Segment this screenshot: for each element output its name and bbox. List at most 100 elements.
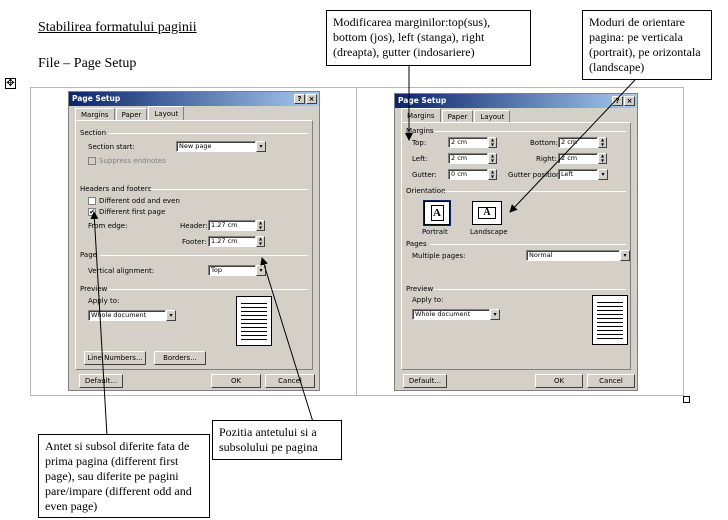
close-button[interactable]: × — [306, 94, 317, 104]
dialog-titlebar: Page Setup ? × — [395, 94, 637, 108]
page-preview-thumbnail — [236, 296, 272, 346]
bottom-margin-spinner[interactable]: ▲▼ — [598, 137, 607, 148]
spin-up-icon[interactable]: ▲ — [600, 137, 605, 142]
section-start-select[interactable]: New page — [176, 141, 256, 152]
close-button[interactable]: × — [624, 96, 635, 106]
left-margin-input[interactable]: 2 cm — [448, 153, 488, 164]
spin-up-icon[interactable]: ▲ — [490, 153, 495, 158]
apply-to-dropdown-icon[interactable]: ▾ — [490, 309, 500, 320]
orientation-divider — [444, 191, 626, 192]
ok-button[interactable]: OK — [211, 374, 261, 388]
vertical-alignment-select[interactable]: Top — [208, 265, 256, 276]
header-spinner[interactable]: ▲▼ — [256, 220, 265, 231]
margins-divider — [434, 131, 626, 132]
suppress-endnotes-checkbox — [88, 157, 96, 165]
dialog-title: Page Setup — [398, 96, 447, 105]
default-button[interactable]: Default... — [403, 374, 447, 388]
preview-group-label: Preview — [80, 285, 108, 293]
bottom-margin-label: Bottom: — [530, 139, 559, 147]
borders-button[interactable]: Borders... — [154, 351, 206, 365]
spin-down-icon[interactable]: ▼ — [600, 157, 605, 163]
multiple-pages-label: Multiple pages: — [412, 252, 466, 260]
preview-divider — [434, 289, 626, 290]
left-margin-spinner[interactable]: ▲▼ — [488, 153, 497, 164]
callout-header-footer-diff: Antet si subsol diferite fata de prima p… — [38, 434, 210, 518]
spin-up-icon[interactable]: ▲ — [490, 169, 495, 174]
tab-layout[interactable]: Layout — [148, 106, 185, 121]
headers-divider — [150, 189, 308, 190]
help-button[interactable]: ? — [612, 96, 623, 106]
dialog-titlebar: Page Setup ? × — [69, 92, 319, 106]
tab-paper[interactable]: Paper — [441, 110, 474, 123]
landscape-label: Landscape — [470, 228, 508, 236]
portrait-option-icon[interactable]: A — [424, 201, 450, 225]
suppress-endnotes-label: Suppress endnotes — [99, 157, 166, 165]
tab-paper[interactable]: Paper — [115, 108, 148, 121]
spin-up-icon[interactable]: ▲ — [258, 236, 263, 241]
spin-down-icon[interactable]: ▼ — [600, 141, 605, 147]
gutter-position-select[interactable]: Left — [558, 169, 598, 180]
right-margin-input[interactable]: 2 cm — [558, 153, 598, 164]
top-margin-input[interactable]: 2 cm — [448, 137, 488, 148]
callout-header-position: Pozitia antetului si a subsolului pe pag… — [212, 420, 342, 460]
table-border-right — [683, 87, 684, 396]
first-page-label: Different first page — [99, 208, 166, 216]
top-margin-spinner[interactable]: ▲▼ — [488, 137, 497, 148]
apply-to-select[interactable]: Whole document — [412, 309, 490, 320]
section-group-label: Section — [80, 129, 107, 137]
callout-orientation: Moduri de orientare pagina: pe verticala… — [582, 10, 712, 80]
gutter-input[interactable]: 0 cm — [448, 169, 488, 180]
tab-margins[interactable]: Margins — [401, 108, 441, 123]
table-border-left — [30, 87, 31, 396]
gutter-position-dropdown-icon[interactable]: ▾ — [598, 169, 608, 180]
default-button[interactable]: Default... — [79, 374, 123, 388]
spin-down-icon[interactable]: ▼ — [490, 157, 495, 163]
tab-margins[interactable]: Margins — [75, 108, 115, 121]
bottom-margin-input[interactable]: 2 cm — [558, 137, 598, 148]
ok-button[interactable]: OK — [535, 374, 583, 388]
apply-to-select[interactable]: Whole document — [88, 310, 166, 321]
from-edge-label: From edge: — [88, 222, 128, 230]
table-move-handle-icon[interactable]: ✥ — [5, 78, 16, 89]
odd-even-label: Different odd and even — [99, 197, 180, 205]
top-margin-label: Top: — [412, 139, 427, 147]
header-distance-label: Header: — [180, 222, 208, 230]
menu-path-text: File – Page Setup — [38, 56, 137, 71]
gutter-spinner[interactable]: ▲▼ — [488, 169, 497, 180]
margins-group-label: Margins — [406, 127, 434, 135]
multiple-pages-select[interactable]: Normal — [526, 250, 620, 261]
left-margin-label: Left: — [412, 155, 428, 163]
arrow-orientation — [509, 79, 636, 213]
landscape-option-icon[interactable]: A — [472, 201, 502, 225]
multiple-pages-dropdown-icon[interactable]: ▾ — [620, 250, 630, 261]
page-divider — [100, 255, 308, 256]
help-button[interactable]: ? — [294, 94, 305, 104]
spin-up-icon[interactable]: ▲ — [600, 153, 605, 158]
spin-up-icon[interactable]: ▲ — [258, 220, 263, 225]
footer-spinner[interactable]: ▲▼ — [256, 236, 265, 247]
tab-layout[interactable]: Layout — [474, 110, 511, 123]
layout-pane: Section Section start: New page ▾ Suppre… — [75, 120, 313, 370]
document-title: Stabilirea formatului paginii — [38, 20, 197, 35]
spin-up-icon[interactable]: ▲ — [490, 137, 495, 142]
portrait-label: Portrait — [422, 228, 448, 236]
spin-down-icon[interactable]: ▼ — [258, 240, 263, 246]
line-numbers-button[interactable]: Line Numbers... — [84, 351, 146, 365]
spin-down-icon[interactable]: ▼ — [490, 173, 495, 179]
section-divider — [108, 133, 308, 134]
page-setup-dialog-layout: Page Setup ? × Margins Paper Layout Sect… — [68, 91, 320, 391]
odd-even-checkbox[interactable] — [88, 197, 96, 205]
table-resize-handle[interactable] — [683, 396, 690, 403]
preview-divider — [108, 289, 308, 290]
gutter-label: Gutter: — [412, 171, 437, 179]
cancel-button[interactable]: Cancel — [587, 374, 635, 388]
section-start-dropdown-icon[interactable]: ▾ — [256, 141, 266, 152]
cancel-button[interactable]: Cancel — [265, 374, 315, 388]
spin-down-icon[interactable]: ▼ — [258, 224, 263, 230]
right-margin-spinner[interactable]: ▲▼ — [598, 153, 607, 164]
apply-to-dropdown-icon[interactable]: ▾ — [166, 310, 176, 321]
footer-distance-input[interactable]: 1.27 cm — [208, 236, 256, 247]
header-distance-input[interactable]: 1.27 cm — [208, 220, 256, 231]
spin-down-icon[interactable]: ▼ — [490, 141, 495, 147]
